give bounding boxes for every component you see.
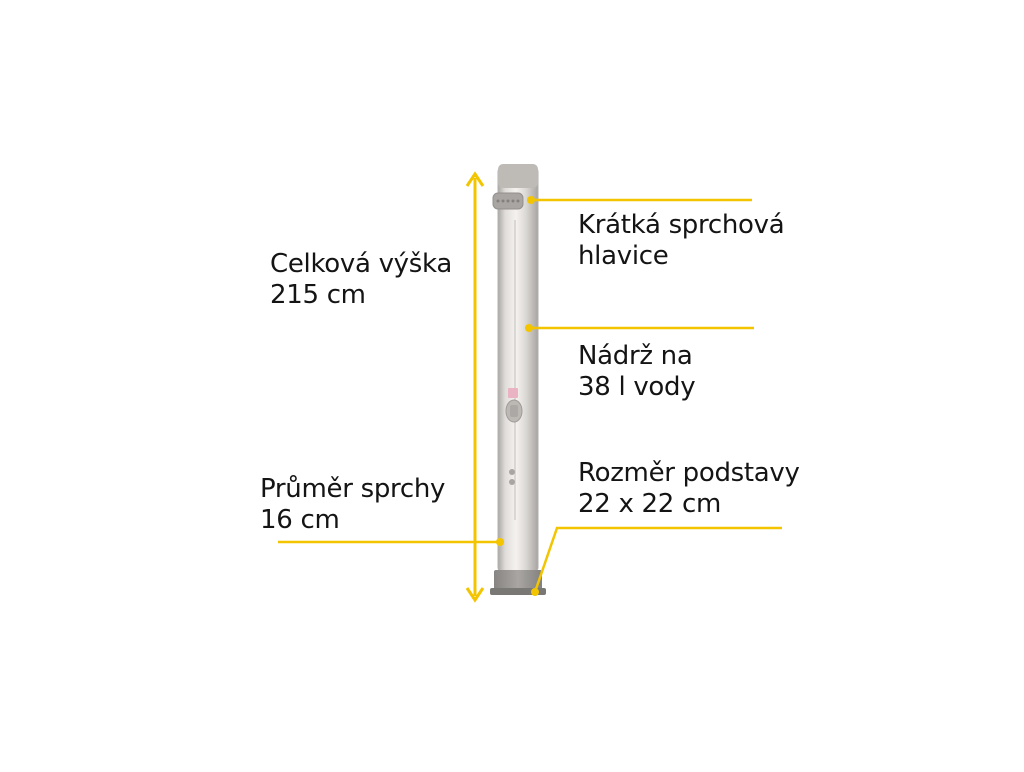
arrow-up-icon [465, 171, 485, 187]
diameter-value: 16 cm [260, 505, 340, 535]
base-size-title: Rozměr podstavy [578, 458, 800, 488]
temperature-indicator-icon [508, 388, 518, 398]
shower-head-title-cont: hlavice [578, 241, 669, 271]
seam-line [514, 220, 516, 520]
arrow-down-icon [465, 587, 485, 603]
base-size-label: Rozměr podstavy 22 x 22 cm [578, 458, 800, 520]
base-plate [494, 570, 542, 593]
foot-tap-icon [509, 469, 515, 485]
mixer-valve-icon [505, 399, 523, 423]
base-size-value: 22 x 22 cm [578, 489, 721, 519]
pipe-cap [498, 164, 538, 188]
leader-base [531, 526, 782, 596]
total-height-title: Celková výška [270, 249, 452, 279]
leader-diameter [278, 538, 504, 546]
height-dimension-arrow [465, 171, 485, 603]
shower-column [490, 164, 546, 595]
diameter-label: Průměr sprchy 16 cm [260, 474, 445, 536]
shower-head-title: Krátká sprchová [578, 210, 785, 240]
diameter-title: Průměr sprchy [260, 474, 446, 504]
tank-label: Nádrž na 38 l vody [578, 341, 696, 403]
shower-head-icon [492, 192, 524, 210]
pipe-body [497, 165, 539, 574]
tank-value: 38 l vody [578, 372, 696, 402]
total-height-label: Celková výška 215 cm [270, 249, 452, 311]
total-height-value: 215 cm [270, 280, 366, 310]
shower-head-label: Krátká sprchová hlavice [578, 210, 785, 272]
tank-title: Nádrž na [578, 341, 693, 371]
leader-tank [525, 324, 754, 332]
leader-head [527, 196, 752, 204]
